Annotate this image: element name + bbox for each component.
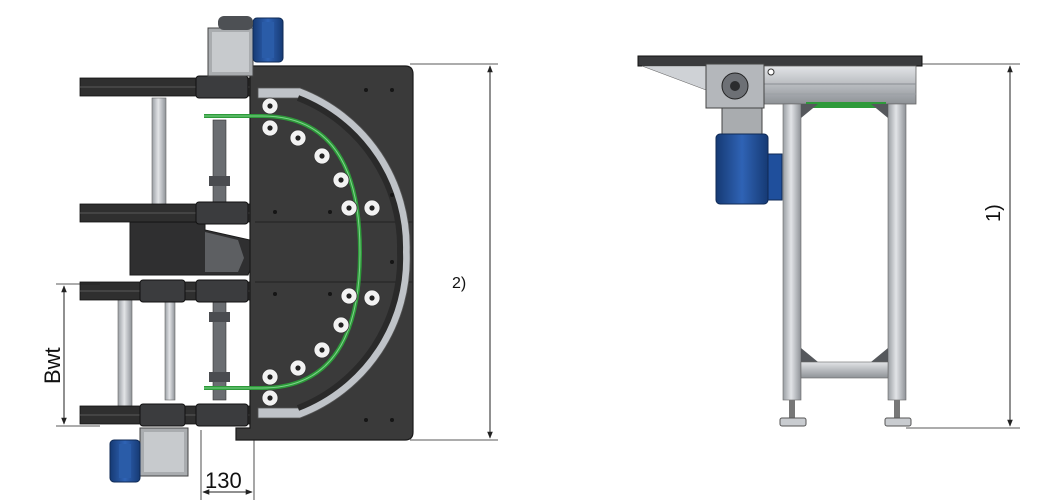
transfer-wedge-highlight <box>205 232 244 272</box>
coupling <box>209 176 230 186</box>
motor-top <box>207 16 284 77</box>
dimension-2: 2) <box>410 63 498 441</box>
bearing-block <box>195 403 249 427</box>
roller-hub <box>319 347 325 353</box>
note-1-label: 1) <box>983 204 1005 222</box>
roller-hub <box>267 103 273 109</box>
dimension-1: 1) <box>906 63 1020 429</box>
roller-group <box>261 97 381 407</box>
gearbox <box>721 107 763 139</box>
return-belt <box>806 102 886 108</box>
roller-hub <box>346 205 352 211</box>
plate-screws <box>273 88 394 422</box>
roller-hub <box>338 322 344 328</box>
dimension-bwt: Bwt <box>40 283 100 427</box>
foot <box>779 417 807 427</box>
leg <box>782 103 802 401</box>
bwt-label: Bwt <box>40 347 65 384</box>
top-view: Bwt 130 2) <box>40 16 498 500</box>
coupling <box>209 312 230 322</box>
cross-member <box>800 361 889 379</box>
dim-130-label: 130 <box>205 468 242 493</box>
conveyor-beam <box>637 55 923 67</box>
motor-icon <box>715 133 769 205</box>
drive-shaft <box>212 119 227 211</box>
bearing-block <box>139 403 186 427</box>
roller-hub <box>369 295 375 301</box>
roller-hub <box>346 293 352 299</box>
transfer-plate <box>235 65 414 441</box>
roller-hub <box>338 177 344 183</box>
bearing-block <box>195 279 249 303</box>
side-view: 1) <box>637 55 1020 429</box>
foot <box>884 417 912 427</box>
bearing-block <box>139 279 186 303</box>
roller-hub <box>295 365 301 371</box>
roller-hub <box>319 153 325 159</box>
frame-profile <box>164 299 176 401</box>
roller-hub <box>267 395 273 401</box>
note-2-label: 2) <box>452 275 466 292</box>
frame-profile <box>117 295 133 407</box>
roller-hub <box>267 125 273 131</box>
bearing-block <box>195 201 249 225</box>
roller-hub <box>295 135 301 141</box>
frame-profile <box>151 97 167 209</box>
bearing-blocks <box>139 75 249 427</box>
roller-hub <box>267 374 273 380</box>
motor-bottom <box>109 427 189 483</box>
coupling <box>209 372 230 382</box>
dimension-130: 130 <box>200 430 255 500</box>
roller-hub <box>369 205 375 211</box>
leg <box>887 103 907 401</box>
bearing-block <box>195 75 249 99</box>
